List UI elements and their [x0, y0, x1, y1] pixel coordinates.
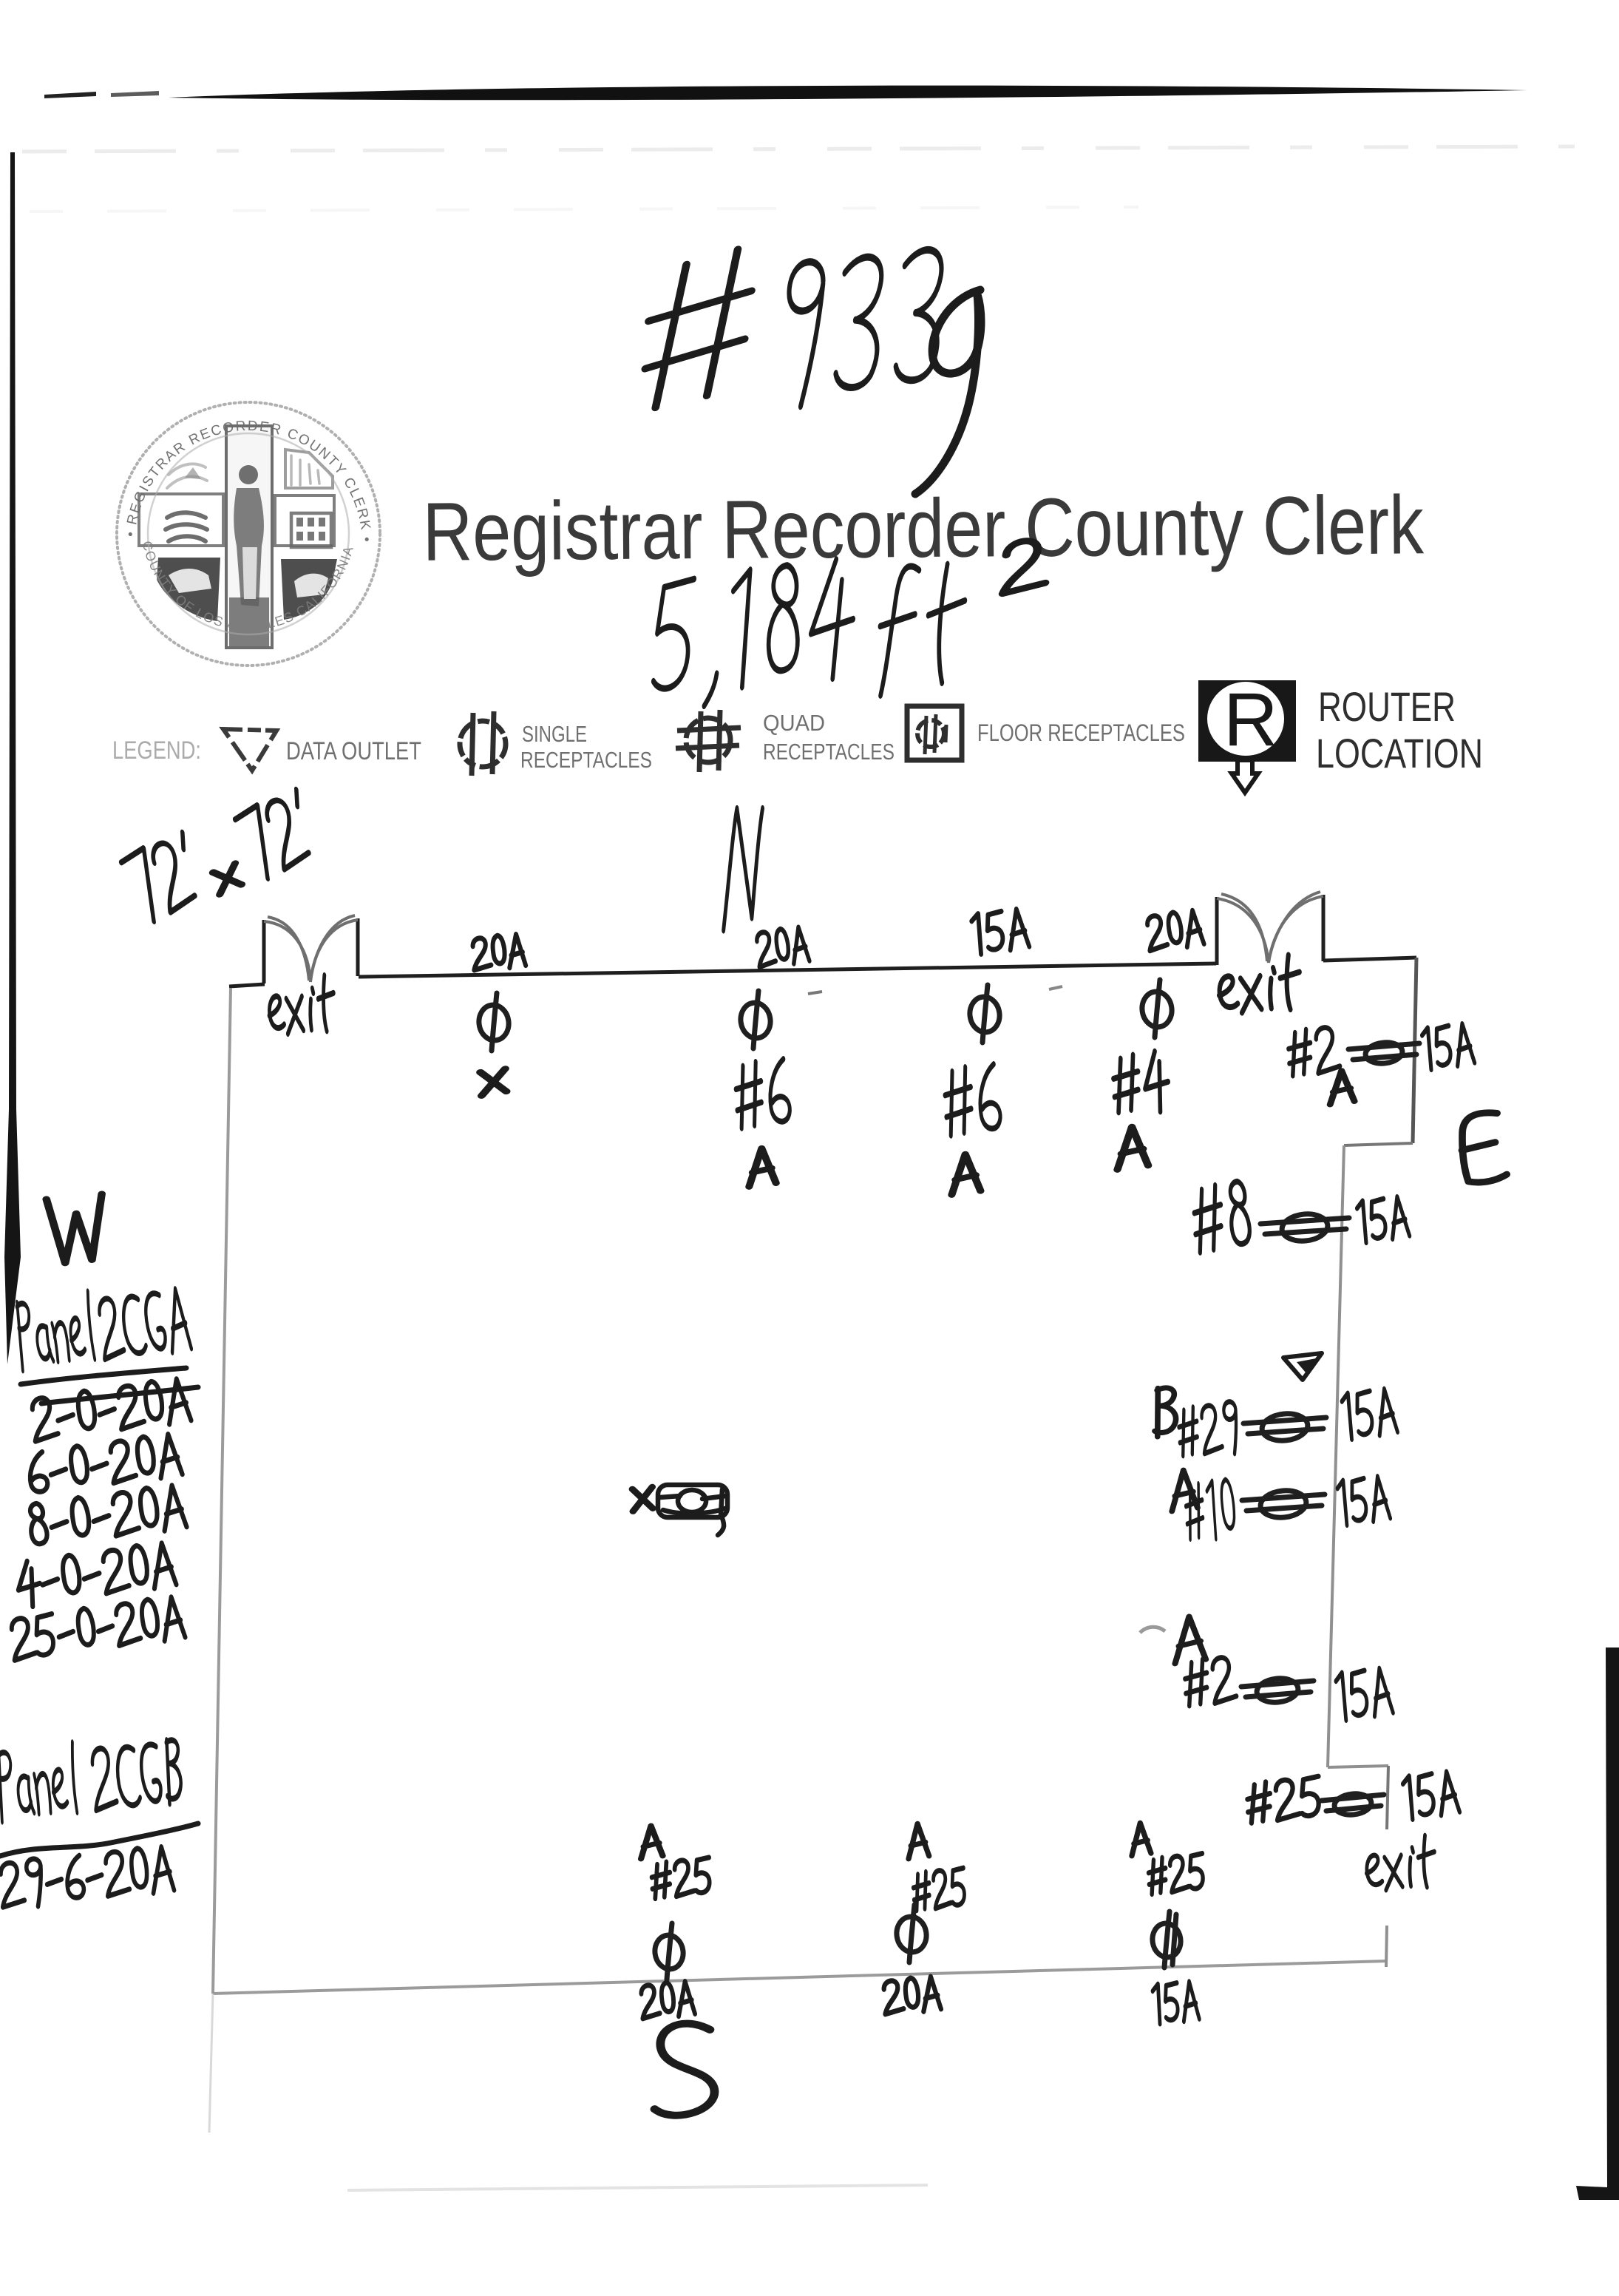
svg-text:SINGLE: SINGLE [522, 721, 587, 747]
svg-text:DATA OUTLET: DATA OUTLET [286, 737, 421, 765]
svg-text:Registrar Recorder County Cler: Registrar Recorder County Clerk [422, 478, 1425, 578]
svg-text:LOCATION: LOCATION [1316, 730, 1483, 776]
svg-text:ROUTER: ROUTER [1318, 683, 1456, 730]
svg-text:RECEPTACLES: RECEPTACLES [763, 739, 895, 765]
svg-text:FLOOR RECEPTACLES: FLOOR RECEPTACLES [977, 719, 1185, 746]
svg-text:QUAD: QUAD [763, 710, 825, 736]
svg-text:LEGEND:: LEGEND: [112, 736, 201, 765]
svg-text:RECEPTACLES: RECEPTACLES [520, 747, 652, 773]
svg-text:R: R [1223, 677, 1278, 762]
